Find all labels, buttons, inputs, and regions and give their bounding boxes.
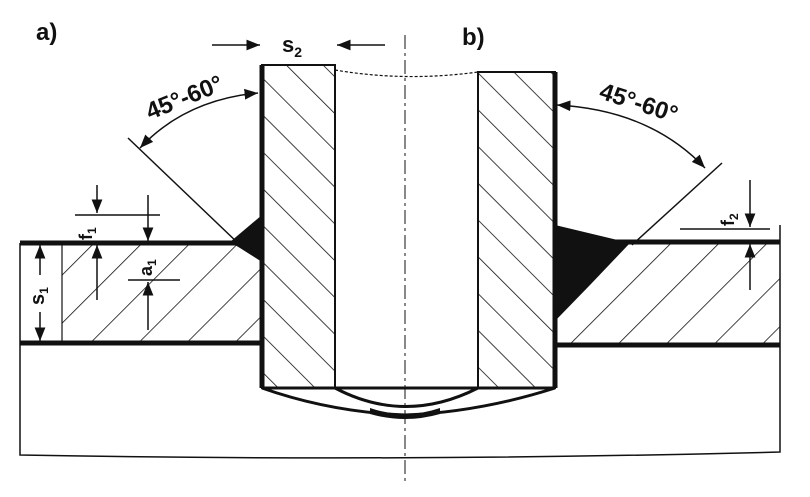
label-part-a: a) xyxy=(36,19,57,46)
right-fillet-weld xyxy=(555,225,630,320)
f2-dimension xyxy=(680,180,770,290)
tube-left-wall xyxy=(259,64,336,389)
root-weld xyxy=(261,386,556,419)
left-angle-arc xyxy=(139,88,259,149)
left-bevel-line xyxy=(127,137,241,246)
label-s2: s2 xyxy=(282,32,302,60)
left-plate xyxy=(20,240,262,346)
label-angle-right: 45°-60° xyxy=(596,78,681,129)
label-part-b: b) xyxy=(462,24,485,51)
label-a1: a1 xyxy=(136,259,159,276)
label-f2: f2 xyxy=(718,213,741,226)
tube-right-wall xyxy=(477,71,558,389)
left-dimensions xyxy=(34,185,180,341)
right-bevel-line xyxy=(631,162,723,246)
label-f1: f1 xyxy=(76,227,99,240)
right-angle-arc xyxy=(556,100,706,169)
left-fillet-weld xyxy=(230,215,262,262)
tube-bore-top xyxy=(334,69,479,78)
label-s1: s1 xyxy=(27,287,51,305)
base-frame xyxy=(19,225,781,459)
label-angle-left: 45°-60° xyxy=(142,70,227,125)
